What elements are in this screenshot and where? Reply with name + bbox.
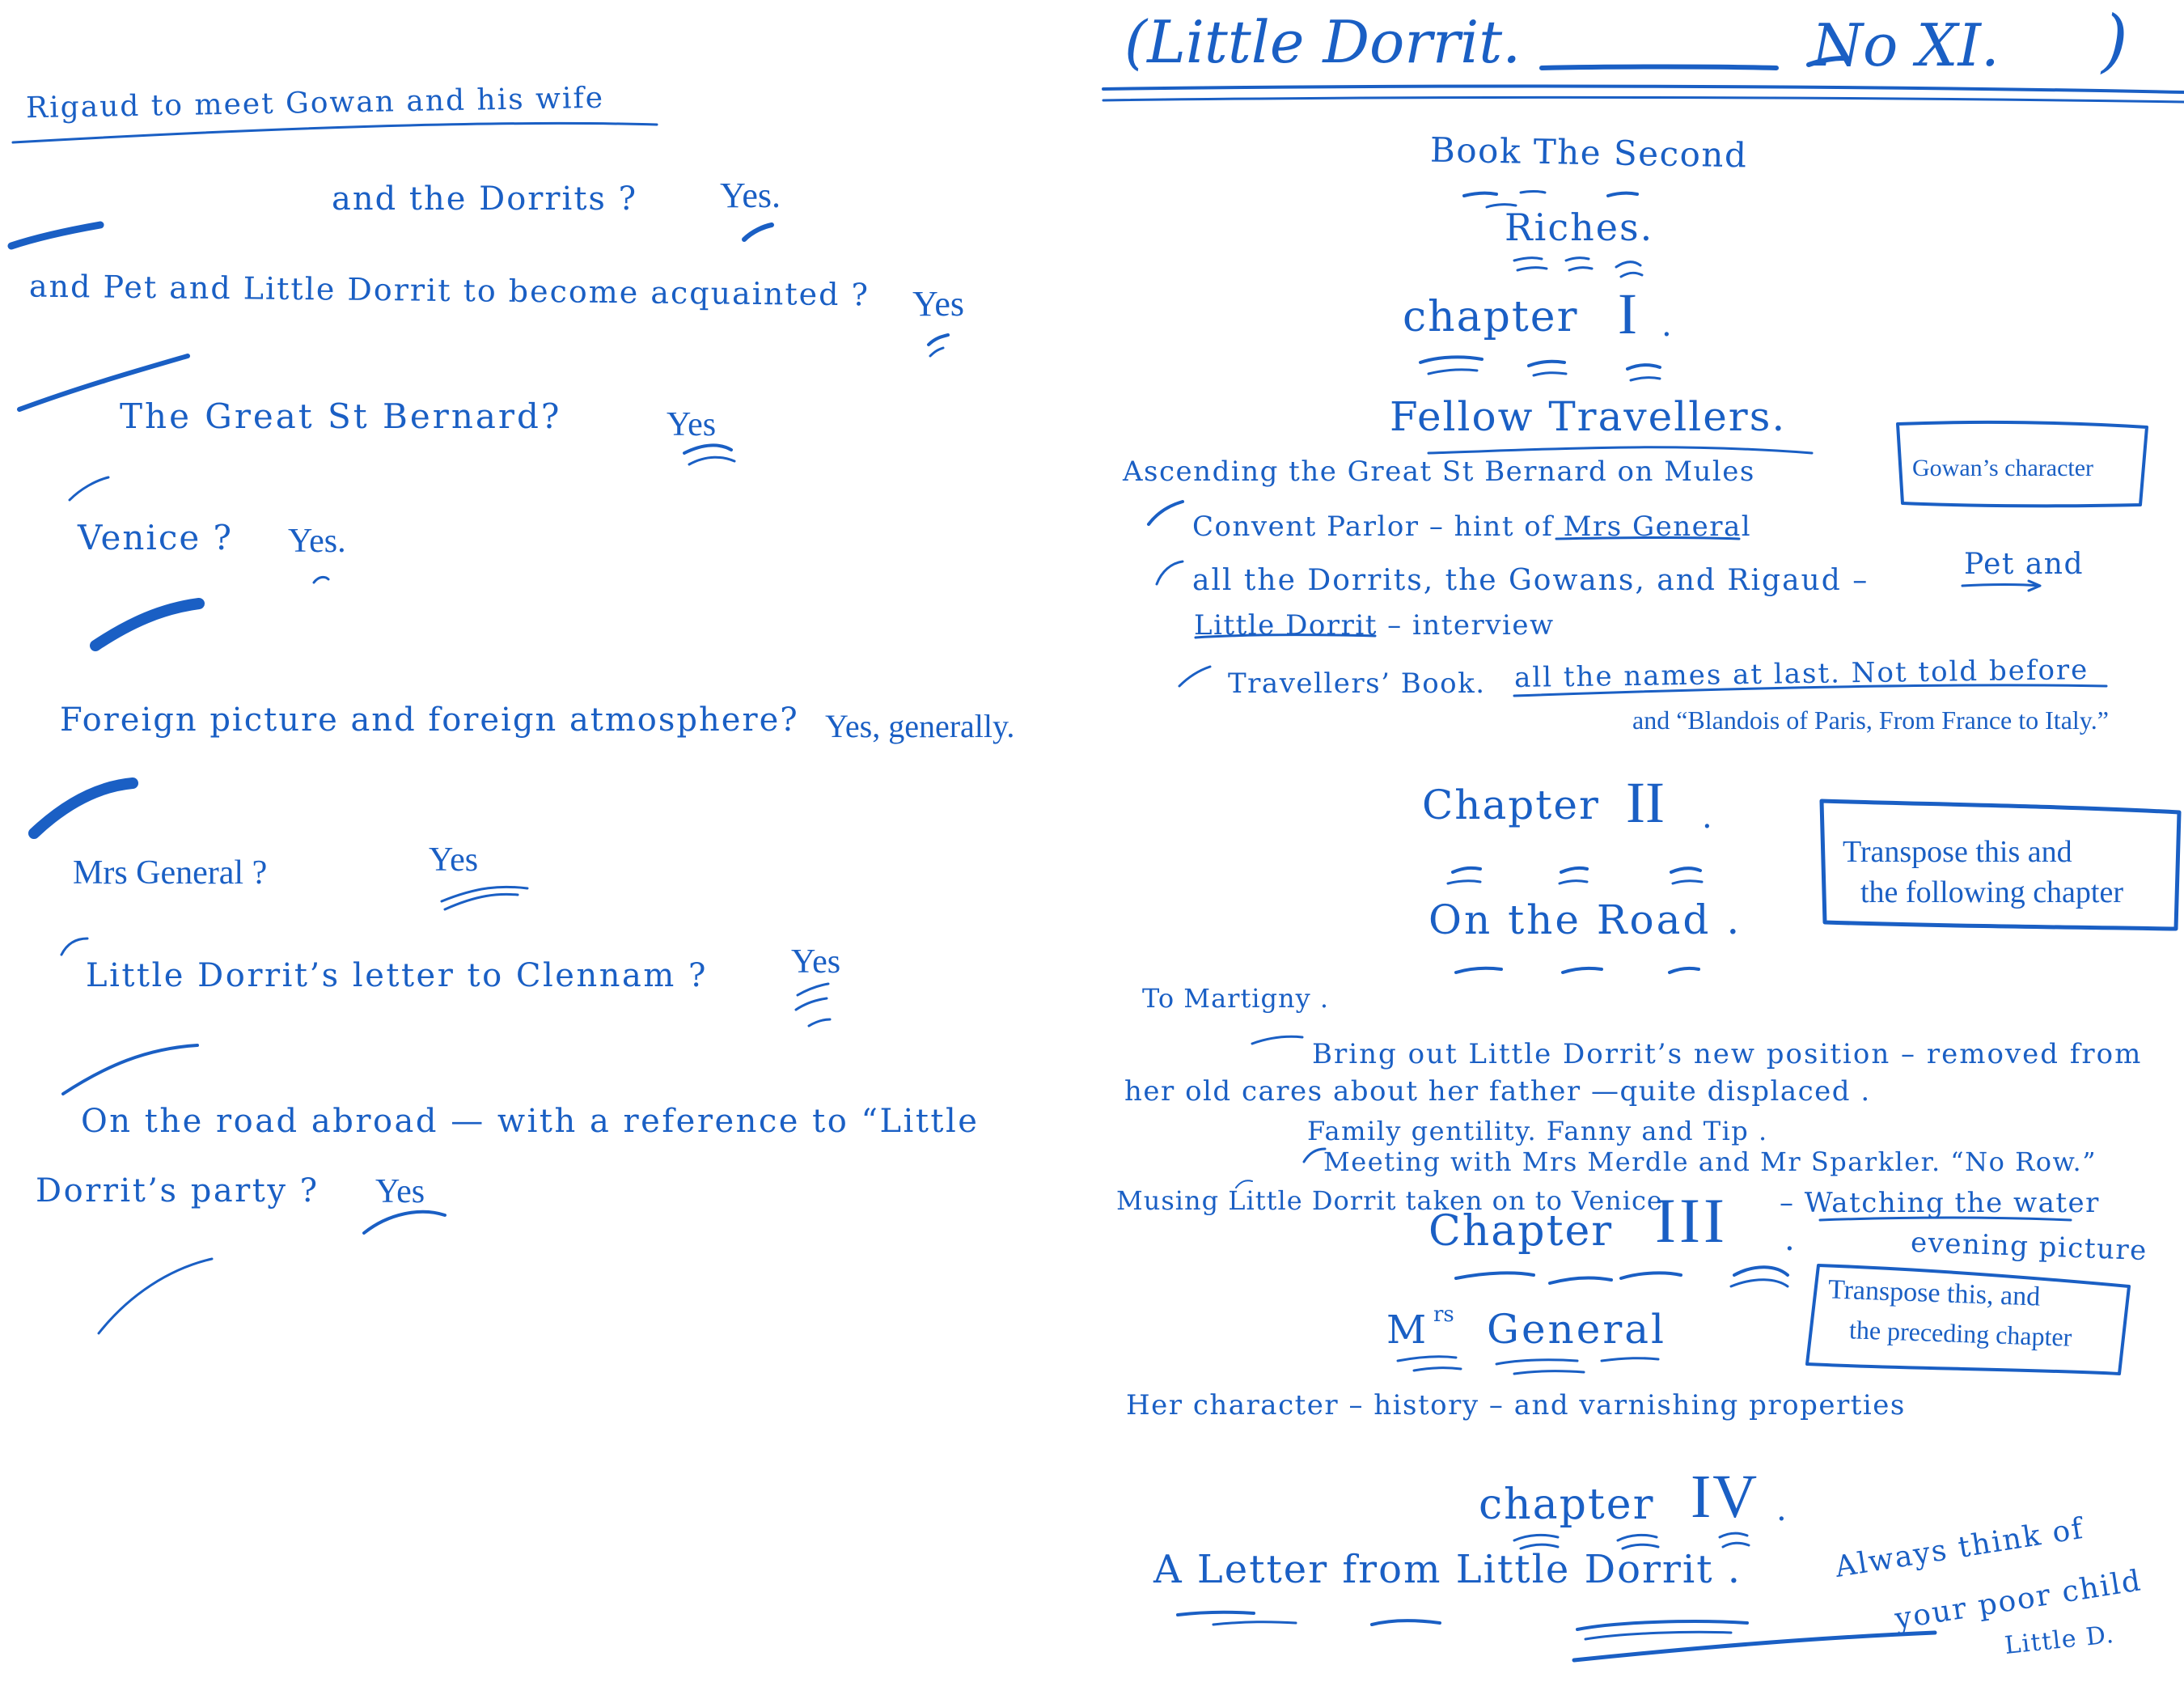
header-rule-1 [1539, 64, 1779, 70]
ch1-note-blandois: and “Blandois of Paris, From France to I… [1632, 705, 2109, 735]
box-gowans-character [1896, 420, 2148, 508]
ch2-note-new-position: Bring out Little Dorrit’s new position –… [1312, 1038, 2143, 1070]
chapter-3-title-sup: rs [1433, 1303, 1454, 1327]
dash-2 [17, 354, 190, 412]
ch2-note-musing: Musing Little Dorrit taken on to Venice [1116, 1185, 1663, 1216]
chapter-1-label: chapter [1403, 293, 1579, 341]
ch3-note-character: Her character – history – and varnishing… [1126, 1389, 1906, 1421]
ch2-note-gentility: Family gentility. Fanny and Tip . [1307, 1116, 1768, 1146]
chapter-2-number-dot: . [1702, 799, 1712, 836]
header-double-rule-top [1102, 84, 2184, 94]
chapter-3-title-m: M [1386, 1307, 1427, 1353]
dash-8 [97, 1257, 214, 1335]
answer-letter: Yes [791, 943, 841, 981]
ch2-box-line-1: Transpose this and [1843, 835, 2072, 869]
chapter-3-number: III [1655, 1185, 1728, 1256]
ch2-box-line-2: the following chapter [1860, 875, 2124, 909]
note-dorrits-party: Dorrit’s party ? [36, 1172, 320, 1210]
chapter-3-label: Chapter [1428, 1207, 1614, 1256]
answer-pet: Yes [912, 284, 965, 324]
ch1-note-all-dorrits: all the Dorrits, the Gowans, and Rigaud … [1192, 564, 1869, 597]
chapter-1-number-dot: . [1661, 307, 1672, 344]
dash-3 [68, 476, 110, 502]
dash-7 [61, 1044, 199, 1095]
header-double-rule-bottom [1102, 95, 2184, 104]
underline-rigaud [11, 121, 658, 144]
answer-mrs-general: Yes [429, 841, 479, 879]
answer-st-bernard: Yes [667, 406, 717, 443]
note-dorrits: and the Dorrits ? [332, 180, 638, 218]
chapter-3-title-general: General [1487, 1306, 1667, 1353]
note-mrs-general: Mrs General ? [73, 854, 268, 892]
ch1-note-ascending: Ascending the Great St Bernard on Mules [1123, 455, 1755, 488]
note-venice: Venice ? [78, 518, 234, 557]
answer-venice: Yes. [288, 523, 346, 560]
ch2-note-merdle: Meeting with Mrs Merdle and Mr Sparkler.… [1323, 1146, 2097, 1177]
note-letter-to-clennam: Little Dorrit’s letter to Clennam ? [86, 957, 708, 994]
dash-5 [28, 777, 138, 839]
chapter-4-number-dot: . [1776, 1491, 1787, 1528]
header-number: No XI. [1812, 11, 2000, 79]
underline-fellow-travellers [1427, 446, 1814, 455]
dash-1 [7, 221, 104, 250]
dash-6 [60, 937, 89, 956]
underline-always-think [1572, 1630, 1937, 1663]
note-road-abroad: On the road abroad — with a reference to… [81, 1103, 980, 1140]
answer-dorrits: Yes. [720, 176, 781, 215]
box-transpose-preceding [1805, 1264, 2131, 1375]
chapter-4-title: A Letter from Little Dorrit . [1153, 1547, 1742, 1592]
chapter-2-label: Chapter [1422, 782, 1600, 828]
ch1-note-travellers-book: Travellers’ Book. [1228, 667, 1486, 700]
box-transpose-following [1819, 799, 2182, 931]
ch2-note-watching: – Watching the water [1780, 1187, 2100, 1219]
chapter-4-label: chapter [1479, 1481, 1655, 1529]
ch1-note-convent: Convent Parlor – hint of Mrs General [1192, 511, 1752, 543]
chapter-1-number: I [1618, 282, 1637, 346]
ch1-box-label: Gowan’s character [1912, 455, 2094, 481]
book-title: Riches. [1505, 205, 1654, 249]
chapter-3-number-dot: . [1784, 1221, 1795, 1258]
note-foreign-picture: Foreign picture and foreign atmosphere? [60, 701, 799, 739]
header-close-paren: ) [2101, 1, 2128, 80]
chapter-2-number: II [1626, 770, 1665, 835]
ch2-note-martigny: To Martigny . [1142, 983, 1330, 1014]
header-rule-2 [1806, 56, 1847, 67]
answer-party: Yes [375, 1173, 425, 1210]
chapter-4-number: IV [1691, 1463, 1759, 1531]
answer-foreign: Yes, generally. [825, 708, 1015, 744]
chapter-2-title: On the Road . [1428, 896, 1742, 943]
note-great-st-bernard: The Great St Bernard? [120, 396, 562, 436]
dash-4 [90, 598, 205, 651]
ch1-note-pet-and: Pet and [1964, 548, 2085, 581]
header-title: (Little Dorrit. [1124, 8, 1522, 76]
ch2-note-old-cares: her old cares about her father —quite di… [1124, 1075, 1871, 1108]
chapter-1-title: Fellow Travellers. [1390, 393, 1787, 440]
